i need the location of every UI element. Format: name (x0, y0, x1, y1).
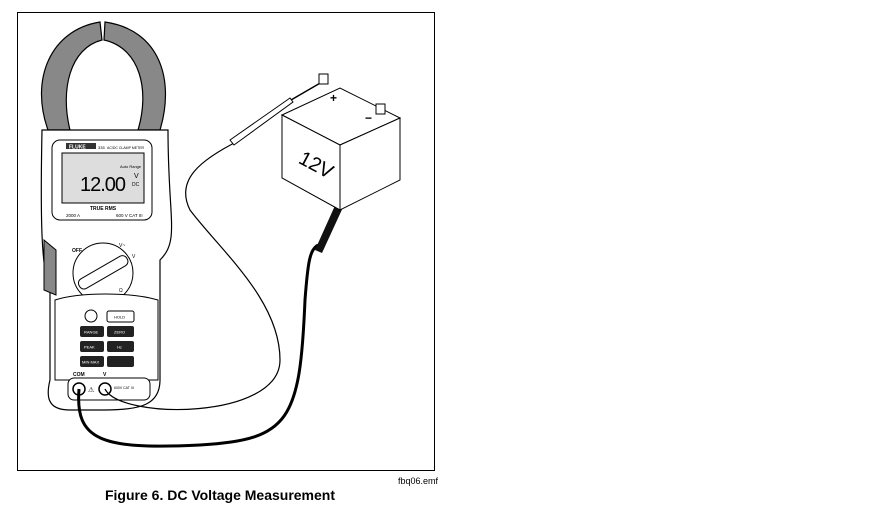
black-test-lead (77, 243, 319, 448)
peak-button[interactable] (80, 341, 104, 352)
brand-bar (66, 143, 96, 149)
minmax-button[interactable] (80, 356, 104, 367)
lcd-unit-type: DC (132, 182, 140, 188)
red-probe (229, 97, 294, 146)
negative-terminal (375, 103, 386, 115)
model-description: AC/DC CLAMP METER (107, 146, 145, 150)
dial-knob[interactable] (77, 254, 130, 291)
figure-frame (17, 12, 435, 471)
keypad-panel (54, 293, 159, 381)
com-jack-label: COM (73, 372, 85, 378)
lcd-unit: V (134, 173, 139, 180)
positive-terminal (318, 73, 329, 85)
side-grip (43, 238, 57, 296)
cat-rating: 600 V CAT III (116, 213, 143, 218)
backlight-button[interactable] (84, 309, 98, 323)
figure-caption: Figure 6. DC Voltage Measurement (104, 487, 335, 503)
lcd-screen (61, 152, 145, 204)
range-button[interactable] (80, 326, 104, 337)
red-test-lead (104, 104, 286, 411)
dial-ohm-label: Ω (119, 288, 123, 294)
battery-minus-label: − (365, 111, 372, 125)
model-number: 335 (98, 145, 105, 150)
figure-file-label: fbq06.emf (398, 476, 439, 486)
clamp-jaw-right (103, 21, 167, 131)
battery-plus-label: + (330, 91, 337, 105)
dial-vdc-label: V (132, 254, 136, 260)
range-mode: Auto Range (120, 164, 142, 169)
brand-logo: FLUKE (69, 145, 86, 151)
peak-button-label: PEAK (84, 345, 95, 350)
zero-button-label: ZERO (114, 330, 125, 335)
hold-button-label: HOLD (114, 315, 125, 320)
dial-off-label: OFF (72, 248, 82, 254)
current-rating: 2000 A (66, 213, 80, 218)
hold-button[interactable] (106, 310, 135, 323)
warning-icon: ⚠ (88, 386, 94, 394)
red-probe-tip (290, 81, 323, 101)
backlight-key[interactable] (107, 356, 134, 367)
lcd-reading: 12.00 (80, 174, 126, 196)
minmax-button-label: MIN MAX (82, 360, 99, 365)
dial-vac-label: V~ (119, 243, 125, 249)
zero-button[interactable] (107, 326, 134, 337)
clamp-jaw-left (40, 21, 103, 131)
true-rms-label: TRUE RMS (90, 206, 117, 212)
range-button-label: RANGE (84, 330, 99, 335)
battery-side (339, 117, 401, 211)
hz-button-label: Hz (117, 345, 122, 350)
jack-rating: 600V CAT III (114, 386, 134, 390)
v-jack-label: V (103, 372, 107, 378)
hz-button[interactable] (107, 341, 134, 352)
